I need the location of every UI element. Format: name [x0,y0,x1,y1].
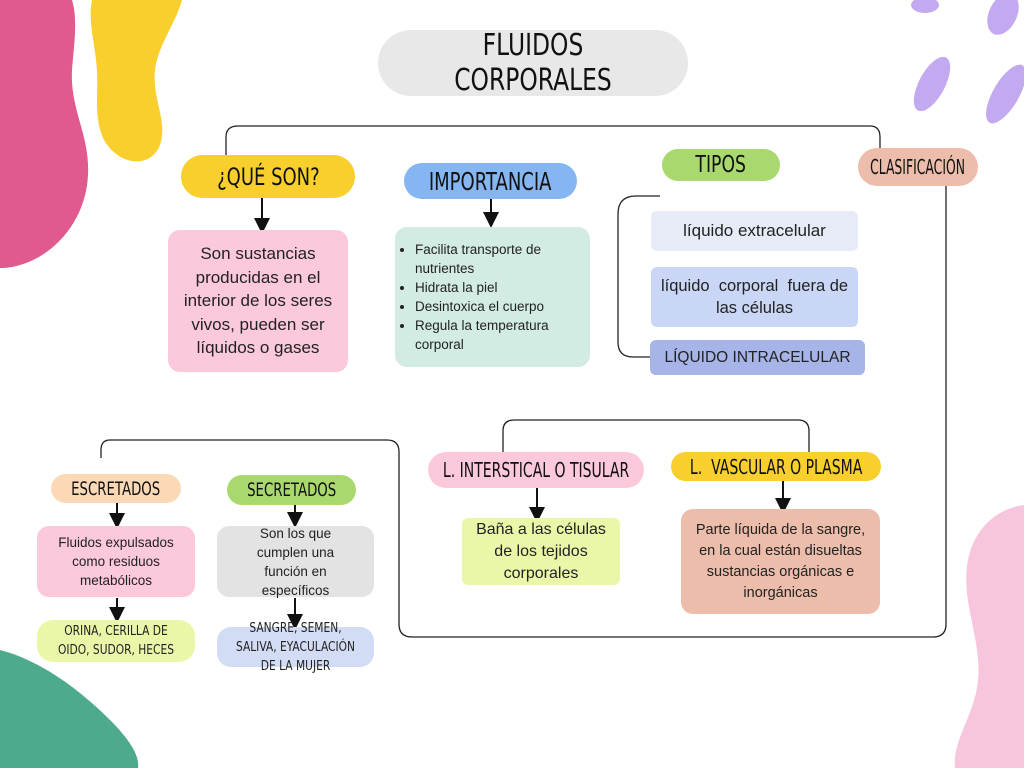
clasificacion-heading: CLASIFICACIÓN [858,148,978,186]
tipos-heading: TIPOS [662,149,780,181]
escretados-examples: ORINA, CERILLA DE OIDO, SUDOR, HECES [37,620,195,662]
purple-dot [913,56,951,112]
teal-blob [0,650,139,768]
escretados-description: Fluidos expulsados como residuos metaból… [37,526,195,597]
tipos-item-extracelular: líquido extracelular [651,211,858,251]
liquido-bracket [502,419,810,452]
intersticial-heading: L. INTERSTICAL O TISULAR [428,452,644,488]
tipos-item-intracelular: LÍQUIDO INTRACELULAR [650,340,865,375]
title-text: FLUIDOS CORPORALES [454,28,612,98]
purple-dot [911,0,939,13]
que-son-description: Son sustancias producidas en el interior… [168,230,348,372]
purple-dot [986,64,1024,124]
yellow-blob [90,0,182,162]
secretados-heading: SECRETADOS [227,475,356,505]
pink-blob [0,0,89,268]
importancia-list-box: Facilita transporte de nutrientes Hidrat… [395,227,590,367]
tipos-item-fuera-celulas: líquido corporal fuera de las células [651,267,858,327]
tipos-bracket [617,195,660,358]
escretados-heading: ESCRETADOS [51,474,181,503]
list-item: Facilita transporte de nutrientes [415,240,584,278]
vascular-heading: L. VASCULAR O PLASMA [671,452,881,481]
page-title: FLUIDOS CORPORALES [378,28,688,98]
purple-dot [987,0,1019,35]
secretados-description: Son los que cumplen una función en espec… [217,526,374,598]
list-item: Regula la temperatura corporal [415,316,584,354]
importancia-heading: IMPORTANCIA [404,163,577,199]
list-item: Hidrata la piel [415,278,584,297]
que-son-heading: ¿QUÉ SON? [181,155,355,198]
clasificacion-line [100,186,947,638]
intersticial-description: Baña a las células de los tejidos corpor… [462,518,620,585]
light-pink-blob [954,505,1024,768]
vascular-description: Parte líquida de la sangre, en la cual e… [681,509,880,614]
list-item: Desintoxica el cuerpo [415,297,584,316]
secretados-examples: SANGRE, SEMEN, SALIVA, EYACULACIÓN DE LA… [217,621,374,674]
top-bracket [225,125,881,160]
importancia-list: Facilita transporte de nutrientes Hidrat… [397,240,584,354]
